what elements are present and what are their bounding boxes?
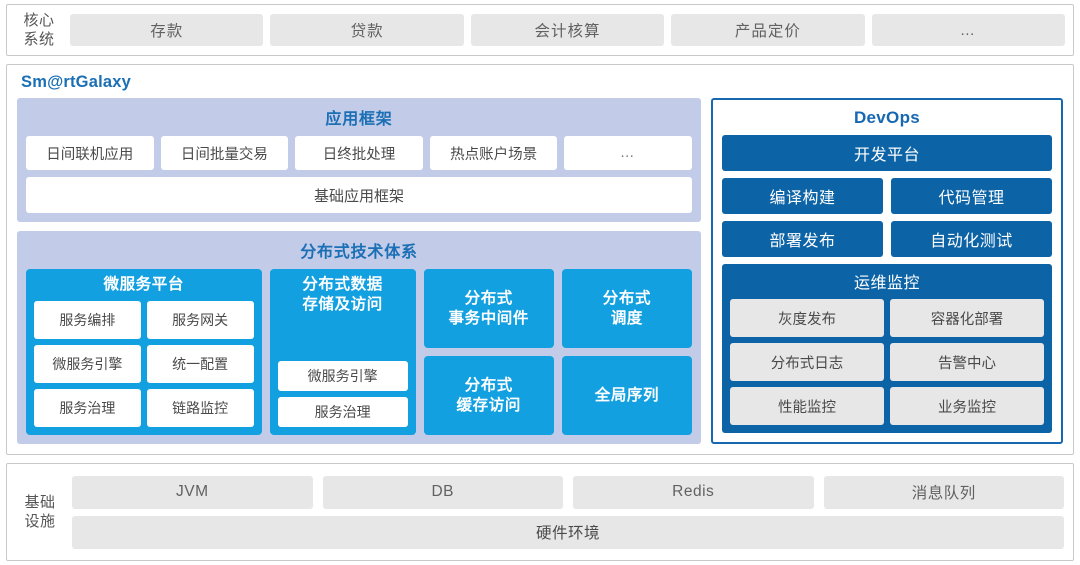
smartgalaxy-left-column: 应用框架 日间联机应用 日间批量交易 日终批处理 热点账户场景 … 基础应用框架… <box>17 98 701 444</box>
storage-item-service-governance[interactable]: 服务治理 <box>277 397 408 427</box>
global-sequence-card[interactable]: 全局序列 <box>561 356 693 435</box>
distributed-column-middleware: 分布式 事务中间件 分布式 缓存访问 <box>423 269 554 435</box>
infra-item-redis[interactable]: Redis <box>573 475 814 509</box>
smartgalaxy-panel: Sm@rtGalaxy 应用框架 日间联机应用 日间批量交易 日终批处理 热点账… <box>6 64 1074 455</box>
distributed-cache-access-card[interactable]: 分布式 缓存访问 <box>423 356 554 435</box>
smartgalaxy-right-column: DevOps 开发平台 编译构建 代码管理 部署发布 自动化测试 运维监控 灰度… <box>711 98 1063 444</box>
micro-item-service-gateway[interactable]: 服务网关 <box>146 301 254 339</box>
microservice-platform-items: 服务编排 服务网关 微服务引擎 统一配置 服务治理 链路监控 <box>34 301 254 427</box>
ops-item-gray-release[interactable]: 灰度发布 <box>730 299 884 337</box>
core-system-label: 核心 系统 <box>15 11 63 49</box>
app-item-daytime-online[interactable]: 日间联机应用 <box>26 136 154 170</box>
micro-item-microservice-engine[interactable]: 微服务引擎 <box>34 345 141 383</box>
distributed-storage-title-line1: 分布式数据 <box>302 276 383 293</box>
infrastructure-items: JVM DB Redis 消息队列 <box>72 475 1064 509</box>
distributed-tech-block: 分布式技术体系 微服务平台 服务编排 服务网关 微服务引擎 统一配置 服务治理 <box>17 231 701 444</box>
infrastructure-body: JVM DB Redis 消息队列 硬件环境 <box>72 475 1064 549</box>
devops-button-automated-test[interactable]: 自动化测试 <box>891 221 1052 257</box>
distributed-tech-title: 分布式技术体系 <box>300 244 418 261</box>
app-item-hot-account[interactable]: 热点账户场景 <box>429 136 558 170</box>
ops-monitoring-block: 运维监控 灰度发布 容器化部署 分布式日志 告警中心 性能监控 业务监控 <box>722 264 1052 433</box>
core-system-item-more[interactable]: … <box>871 14 1066 46</box>
core-system-label-line1: 核心 <box>23 12 55 29</box>
distributed-storage-title: 分布式数据 存储及访问 <box>278 275 408 315</box>
ops-item-business-monitoring[interactable]: 业务监控 <box>890 387 1044 425</box>
devops-title: DevOps <box>853 108 921 127</box>
app-item-eod-batch[interactable]: 日终批处理 <box>295 136 423 170</box>
infrastructure-label: 基础 设施 <box>16 493 64 531</box>
app-item-daytime-batch[interactable]: 日间批量交易 <box>160 136 289 170</box>
distributed-storage-items: 微服务引擎 服务治理 <box>277 322 408 427</box>
ops-item-alert-center[interactable]: 告警中心 <box>890 343 1044 381</box>
cache-access-line2: 缓存访问 <box>456 396 521 414</box>
devops-development-platform[interactable]: 开发平台 <box>722 135 1052 171</box>
microservice-platform-card[interactable]: 微服务平台 服务编排 服务网关 微服务引擎 统一配置 服务治理 链路监控 <box>26 269 262 435</box>
core-system-item-deposit[interactable]: 存款 <box>70 14 264 46</box>
transaction-middleware-line1: 分布式 <box>464 289 513 307</box>
ops-item-distributed-log[interactable]: 分布式日志 <box>730 343 884 381</box>
scheduling-line1: 分布式 <box>602 289 652 307</box>
storage-item-microservice-engine[interactable]: 微服务引擎 <box>277 361 408 391</box>
microservice-platform-title: 微服务平台 <box>103 276 184 293</box>
micro-item-link-monitoring[interactable]: 链路监控 <box>146 389 254 427</box>
transaction-middleware-line2: 事务中间件 <box>448 309 530 327</box>
distributed-transaction-middleware-card[interactable]: 分布式 事务中间件 <box>423 269 554 348</box>
ops-item-container-deploy[interactable]: 容器化部署 <box>890 299 1044 337</box>
ops-monitoring-title: 运维监控 <box>853 275 920 292</box>
infrastructure-label-line2: 设施 <box>24 513 56 530</box>
devops-button-row-2: 部署发布 自动化测试 <box>722 221 1052 257</box>
devops-button-row-1: 编译构建 代码管理 <box>722 178 1052 214</box>
infrastructure-label-line1: 基础 <box>24 494 56 511</box>
devops-button-code-management[interactable]: 代码管理 <box>891 178 1052 214</box>
smartgalaxy-body: 应用框架 日间联机应用 日间批量交易 日终批处理 热点账户场景 … 基础应用框架… <box>17 98 1063 444</box>
distributed-storage-title-line2: 存储及访问 <box>302 296 383 313</box>
core-system-item-loan[interactable]: 贷款 <box>270 14 464 46</box>
global-sequence-line1: 全局序列 <box>594 386 660 404</box>
app-item-more[interactable]: … <box>564 136 692 170</box>
distributed-column-scheduling: 分布式 调度 全局序列 <box>561 269 693 435</box>
smartgalaxy-title: Sm@rtGalaxy <box>21 73 132 91</box>
micro-item-unified-config[interactable]: 统一配置 <box>146 345 254 383</box>
devops-panel: DevOps 开发平台 编译构建 代码管理 部署发布 自动化测试 运维监控 灰度… <box>711 98 1063 444</box>
devops-button-compile-build[interactable]: 编译构建 <box>722 178 883 214</box>
infra-item-message-queue[interactable]: 消息队列 <box>823 475 1064 509</box>
application-framework-items: 日间联机应用 日间批量交易 日终批处理 热点账户场景 … <box>26 136 692 170</box>
distributed-tech-grid: 微服务平台 服务编排 服务网关 微服务引擎 统一配置 服务治理 链路监控 <box>26 269 693 435</box>
cache-access-line1: 分布式 <box>464 376 513 394</box>
application-framework-block: 应用框架 日间联机应用 日间批量交易 日终批处理 热点账户场景 … 基础应用框架 <box>17 98 701 222</box>
base-application-framework[interactable]: 基础应用框架 <box>26 177 692 213</box>
devops-button-deploy-release[interactable]: 部署发布 <box>722 221 883 257</box>
core-system-item-pricing[interactable]: 产品定价 <box>671 14 865 46</box>
core-system-item-accounting[interactable]: 会计核算 <box>470 14 665 46</box>
micro-item-service-governance[interactable]: 服务治理 <box>34 389 141 427</box>
infrastructure-panel: 基础 设施 JVM DB Redis 消息队列 硬件环境 <box>6 463 1074 561</box>
application-framework-title: 应用框架 <box>325 111 393 128</box>
ops-monitoring-items: 灰度发布 容器化部署 分布式日志 告警中心 性能监控 业务监控 <box>730 299 1044 425</box>
ops-item-performance-monitoring[interactable]: 性能监控 <box>730 387 884 425</box>
core-system-panel: 核心 系统 存款 贷款 会计核算 产品定价 … <box>6 4 1074 56</box>
core-system-label-line2: 系统 <box>23 31 55 48</box>
distributed-storage-card[interactable]: 分布式数据 存储及访问 微服务引擎 服务治理 <box>269 269 416 435</box>
distributed-scheduling-card[interactable]: 分布式 调度 <box>561 269 693 348</box>
scheduling-line2: 调度 <box>610 309 644 327</box>
infra-item-jvm[interactable]: JVM <box>72 475 313 509</box>
micro-item-service-orchestration[interactable]: 服务编排 <box>34 301 141 339</box>
infra-item-db[interactable]: DB <box>322 475 563 509</box>
infrastructure-hardware[interactable]: 硬件环境 <box>72 515 1064 549</box>
